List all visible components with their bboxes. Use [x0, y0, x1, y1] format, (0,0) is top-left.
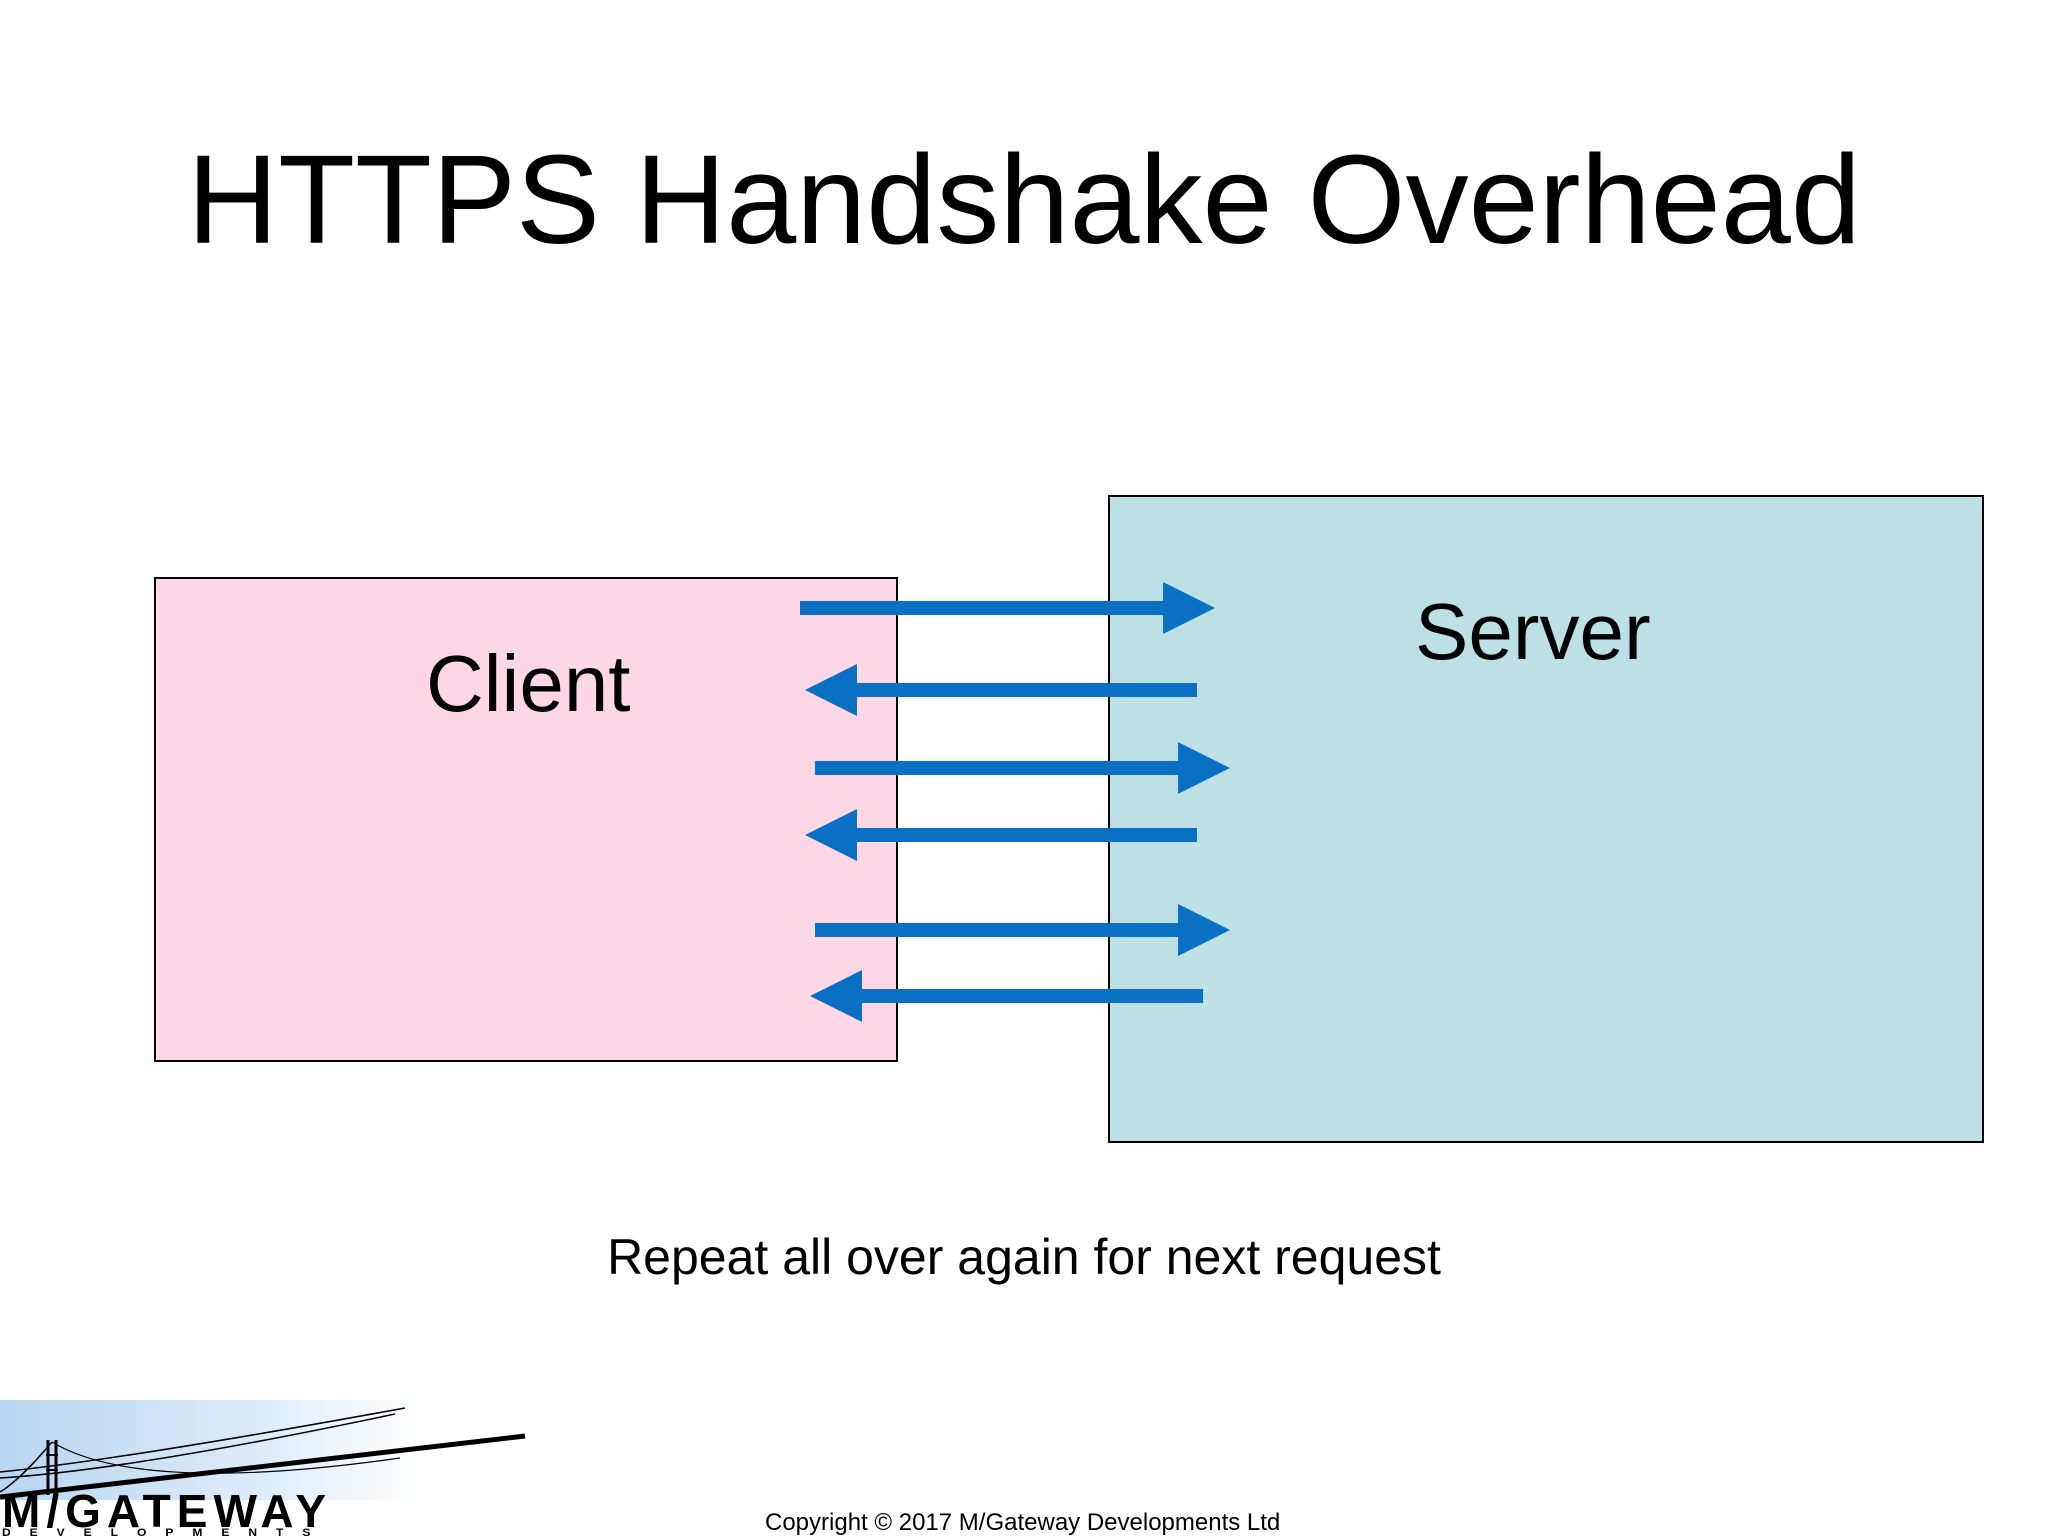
copyright-text: Copyright © 2017 M/Gateway Developments …: [765, 1509, 1281, 1536]
arrow-head: [805, 664, 857, 716]
arrow-client-to-server: [815, 904, 1230, 956]
bridge-logo-icon: [0, 1400, 526, 1500]
arrow-server-to-client: [805, 809, 1197, 861]
arrow-server-to-client: [810, 970, 1203, 1022]
repeat-caption: Repeat all over again for next request: [607, 1229, 1441, 1285]
arrow-head: [1178, 742, 1230, 794]
arrow-head: [1178, 904, 1230, 956]
server-label: Server: [1415, 587, 1651, 676]
arrow-head: [805, 809, 857, 861]
arrow-client-to-server: [800, 582, 1215, 634]
logo-tagline: DEVELOPMENTS: [2, 1526, 330, 1539]
logo-wordmark: M/GATEWAY: [2, 1485, 333, 1537]
arrow-client-to-server: [815, 742, 1230, 794]
arrow-server-to-client: [805, 664, 1197, 716]
server-box: Server: [1108, 495, 1984, 1143]
arrow-head: [1163, 582, 1215, 634]
company-logo: M/GATEWAY DEVELOPMENTS: [0, 1400, 530, 1539]
client-label: Client: [426, 639, 631, 728]
slide-title: HTTPS Handshake Overhead: [187, 129, 1861, 270]
arrow-head: [810, 970, 862, 1022]
client-box: Client: [154, 577, 898, 1062]
